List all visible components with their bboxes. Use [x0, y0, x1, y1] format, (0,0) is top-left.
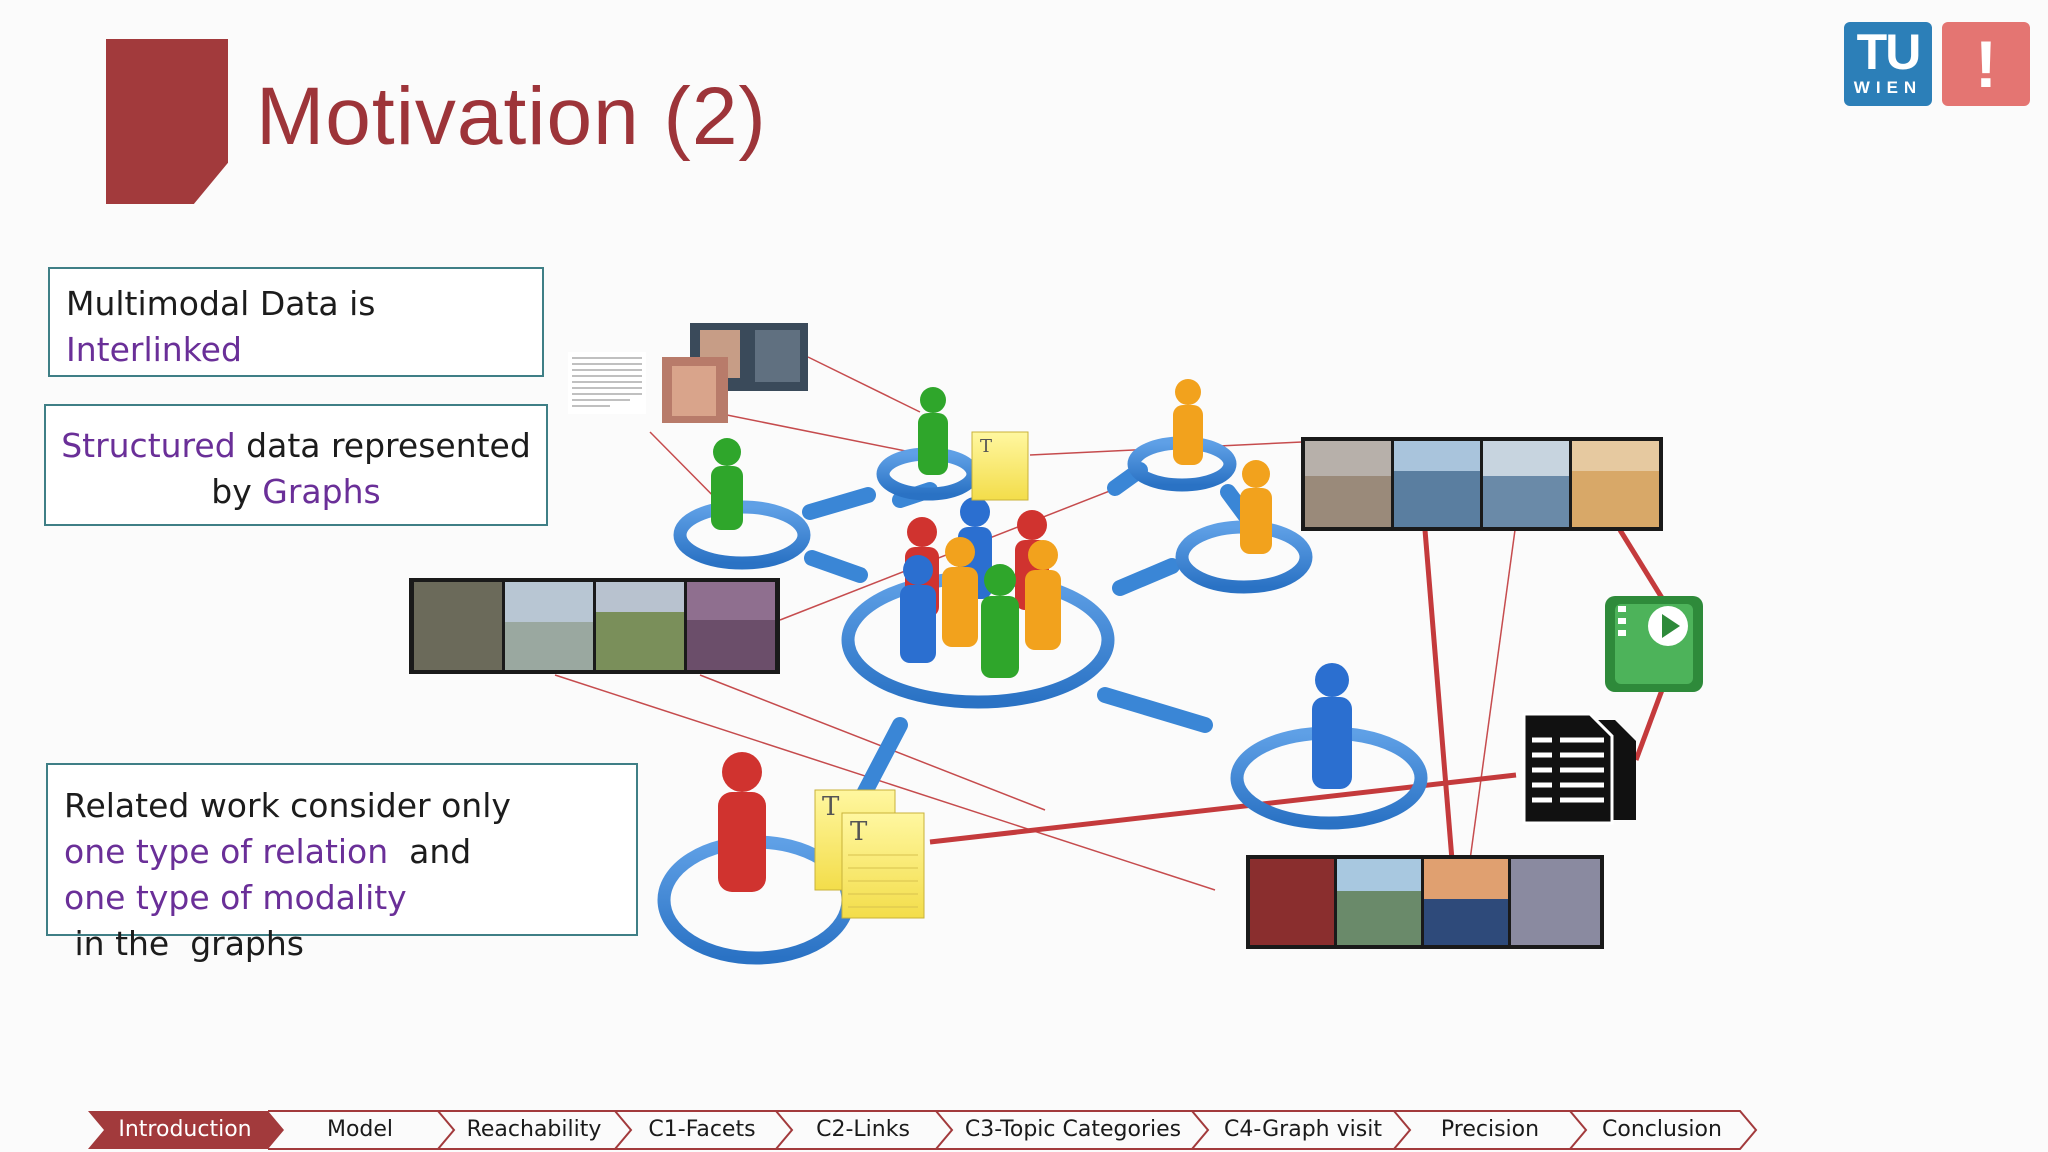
nav-item-c4-graph-visit[interactable]: C4-Graph visit	[1224, 1117, 1382, 1142]
structured-line2: by Graphs	[46, 469, 546, 515]
image-strip-top-right	[1301, 437, 1663, 531]
svg-text:T: T	[822, 792, 840, 822]
page-title: Motivation (2)	[256, 71, 767, 162]
nav-item-c1-facets[interactable]: C1-Facets	[648, 1117, 756, 1142]
exclamation-logo: !	[1942, 22, 2030, 106]
related-relation: one type of relation	[64, 832, 389, 871]
tu-wien-logo: TU WIEN	[1844, 22, 1932, 106]
text-note-icons: T T T	[814, 431, 1029, 919]
structured-box: Structured data represented by Graphs	[44, 404, 548, 526]
nav-item-conclusion[interactable]: Conclusion	[1602, 1117, 1722, 1142]
documents-icon	[1522, 712, 1636, 825]
people-figures	[711, 379, 1352, 892]
nav-arrows	[88, 1110, 1758, 1150]
nav-item-introduction[interactable]: Introduction	[118, 1117, 252, 1142]
nav-item-precision[interactable]: Precision	[1440, 1117, 1540, 1142]
related-line3: one type of modality in the graphs	[64, 875, 636, 967]
structured-line1: Structured data represented	[46, 423, 546, 469]
section-navigation: Introduction Model Reachability C1-Facet…	[88, 1109, 1760, 1151]
related-modality: one type of modality	[64, 878, 407, 917]
multimodal-box: Multimodal Data is Interlinked	[48, 267, 544, 377]
nav-item-reachability[interactable]: Reachability	[466, 1117, 602, 1142]
related-graphs: in the graphs	[64, 924, 304, 963]
structured-graphs: Graphs	[262, 472, 381, 511]
nav-item-c2-links[interactable]: C2-Links	[816, 1117, 910, 1142]
nav-item-model[interactable]: Model	[326, 1117, 394, 1142]
structured-highlight: Structured	[61, 426, 236, 465]
title-decoration	[106, 39, 228, 204]
logo-tu-text: TU	[1856, 24, 1922, 80]
multimodal-line2: Interlinked	[66, 330, 242, 369]
image-strip-bottom-right	[1246, 855, 1604, 949]
structured-by: by	[211, 472, 263, 511]
related-line1: Related work consider only	[64, 786, 511, 825]
document-snippet	[568, 323, 808, 423]
related-line2: one type of relation and	[64, 829, 636, 875]
video-icon	[1605, 596, 1703, 692]
related-and: and	[388, 832, 472, 871]
logo-wien-text: WIEN	[1853, 78, 1923, 97]
svg-text:T: T	[980, 436, 992, 457]
structured-rest: data represented	[235, 426, 531, 465]
nav-item-c3-topic-categories[interactable]: C3-Topic Categories	[964, 1117, 1182, 1142]
svg-text:T: T	[850, 817, 868, 847]
image-strip-left	[409, 578, 780, 674]
multimodal-line1: Multimodal Data is	[66, 284, 376, 323]
related-work-box: Related work consider only one type of r…	[46, 763, 638, 963]
